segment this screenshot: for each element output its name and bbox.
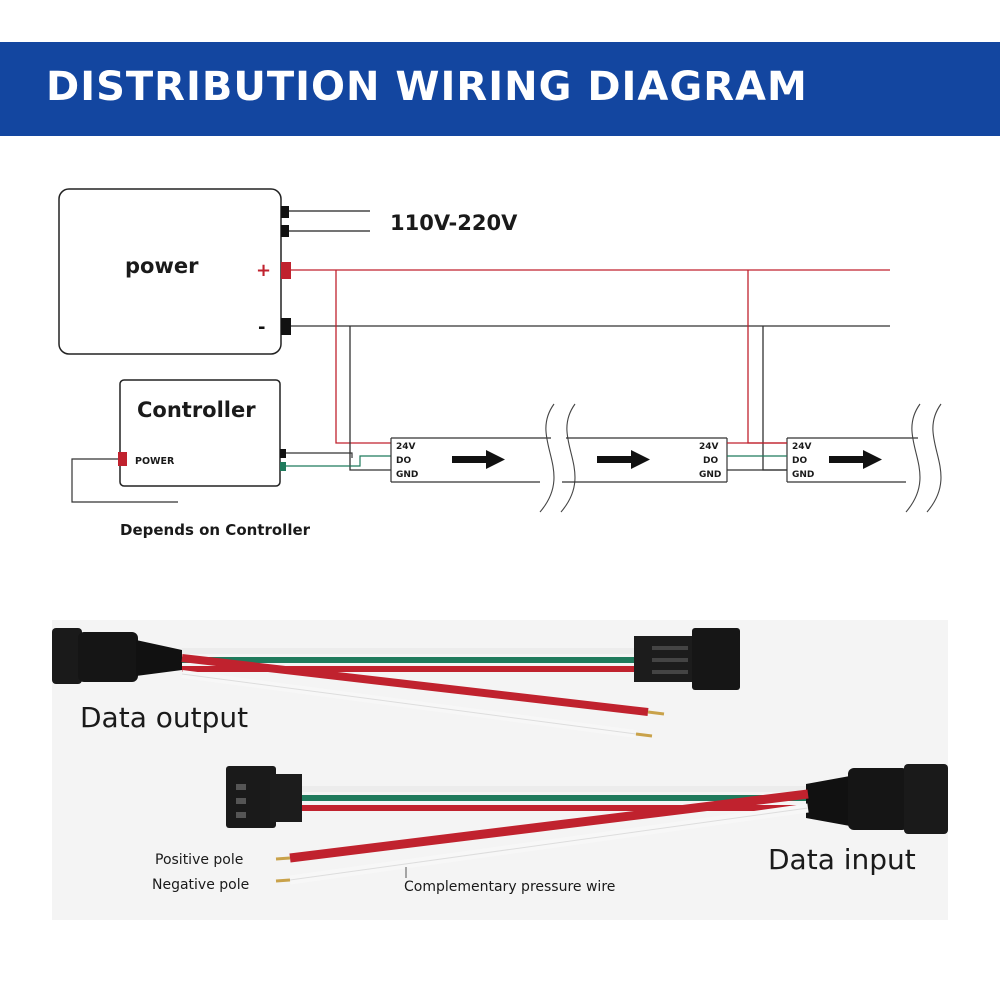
positive-terminal bbox=[281, 262, 291, 279]
controller-power-lead bbox=[71, 458, 178, 503]
strip3-pin-24v: 24V bbox=[792, 442, 812, 452]
data-input-label: Data input bbox=[768, 843, 916, 876]
controller-box bbox=[119, 379, 281, 487]
controller-data-link bbox=[286, 455, 391, 467]
strip3-pin-do: DO bbox=[792, 456, 807, 466]
strip2-pin-gnd: GND bbox=[699, 470, 721, 480]
data-output-label: Data output bbox=[80, 701, 248, 734]
strip1-pin-gnd: GND bbox=[396, 470, 418, 480]
controller-ground-link bbox=[286, 452, 353, 458]
minus-sign: - bbox=[258, 317, 265, 338]
strip3-ground-feed bbox=[762, 326, 787, 471]
controller-out-terminal-1 bbox=[280, 449, 286, 458]
negative-terminal bbox=[281, 318, 291, 335]
direction-arrow bbox=[597, 450, 650, 469]
strip2-pin-24v: 24V bbox=[699, 442, 719, 452]
output-female-housing bbox=[52, 628, 182, 684]
page-title: DISTRIBUTION WIRING DIAGRAM bbox=[46, 64, 808, 110]
output-diagonal-leads bbox=[181, 654, 665, 738]
controller-power-label: POWER bbox=[135, 456, 175, 467]
plus-sign: + bbox=[256, 260, 271, 281]
direction-arrow bbox=[829, 450, 882, 469]
mains-terminal-2 bbox=[281, 225, 289, 237]
negative-pole-label: Negative pole bbox=[152, 877, 249, 893]
output-male-connector bbox=[634, 628, 740, 690]
controller-footnote: Depends on Controller bbox=[120, 521, 311, 539]
mains-terminal-1 bbox=[281, 206, 289, 218]
strip2-pin-do: DO bbox=[703, 456, 718, 466]
title-banner: DISTRIBUTION WIRING DIAGRAM bbox=[0, 42, 1000, 136]
strip1-positive-feed bbox=[335, 270, 391, 444]
input-female-housing bbox=[806, 764, 948, 834]
strip3-positive-feed bbox=[747, 270, 787, 444]
controller-label: Controller bbox=[137, 398, 256, 422]
direction-arrow bbox=[452, 450, 505, 469]
input-male-plug bbox=[226, 766, 302, 828]
strip1-pin-24v: 24V bbox=[396, 442, 416, 452]
mains-label: 110V-220V bbox=[390, 211, 518, 235]
positive-pole-label: Positive pole bbox=[155, 852, 243, 868]
controller-out-terminal-2 bbox=[280, 462, 286, 471]
power-box-label: power bbox=[125, 254, 199, 278]
controller-power-terminal bbox=[118, 452, 127, 466]
complementary-wire-label: Complementary pressure wire bbox=[404, 879, 615, 895]
strip1-ground-feed bbox=[349, 326, 391, 471]
input-diagonal-leads bbox=[275, 789, 809, 885]
led-strip bbox=[390, 403, 942, 513]
strip1-pin-do: DO bbox=[396, 456, 411, 466]
strip3-pin-gnd: GND bbox=[792, 470, 814, 480]
